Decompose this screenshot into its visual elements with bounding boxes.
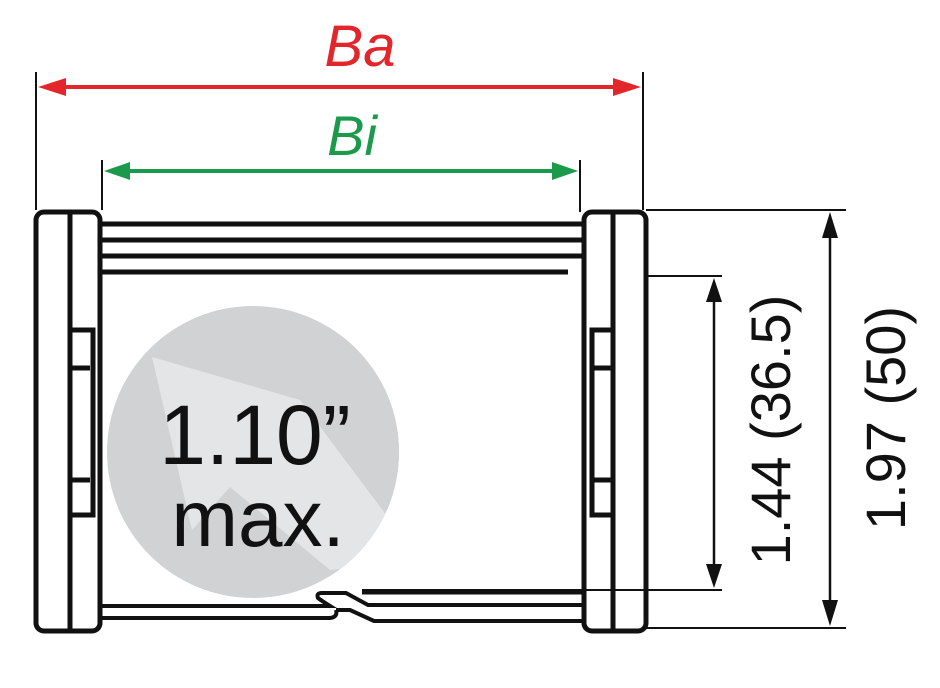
arrowhead-right-icon [613,78,641,96]
arrowhead-left-icon [38,78,66,96]
badge-suffix: max. [171,474,344,563]
outer-width-label: Ba [325,14,396,79]
badge-value: 1.10” [159,388,350,482]
outer-height-dimension: 1.97 (50) [646,209,917,629]
outer-height-label: 1.97 (50) [854,306,917,530]
left-side-plate [33,209,103,634]
right-side-plate [581,209,649,634]
inner-height-label: 1.44 (36.5) [739,295,802,566]
carrier-body [33,209,649,634]
inner-height-dimension: 1.44 (36.5) [362,275,802,591]
max-size-badge: 1.10” max. [107,306,399,598]
inner-width-dimension: Bi [101,104,581,212]
arrowhead-right-icon [552,162,578,180]
inner-width-label: Bi [327,104,378,167]
arrowhead-left-icon [104,162,130,180]
arrowhead-down-icon [822,600,838,626]
arrowhead-up-icon [706,278,722,302]
arrowhead-up-icon [822,212,838,238]
arrowhead-down-icon [706,564,722,588]
outer-width-dimension: Ba [35,14,644,210]
